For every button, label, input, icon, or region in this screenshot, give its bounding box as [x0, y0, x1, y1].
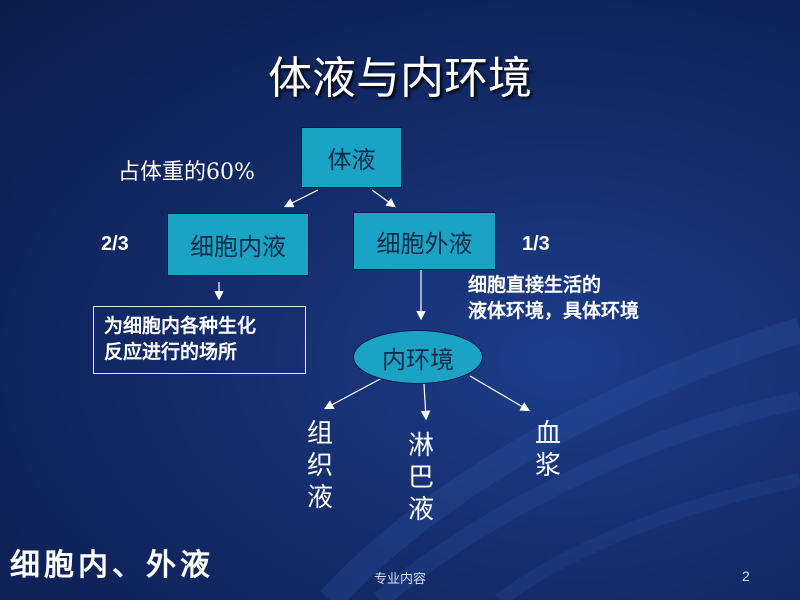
plasma-label: 血 浆: [534, 419, 561, 481]
arrow-to-plasma: [469, 375, 531, 412]
section-heading: 细胞内、外液: [10, 548, 214, 583]
footer-text: 专业内容: [374, 572, 427, 587]
arrow-to-lymph: [420, 383, 431, 421]
page-number: 2: [742, 568, 750, 584]
body-fluid-box: 体液: [301, 127, 402, 188]
arrow-body-to-extracellular: [371, 189, 396, 208]
extracellular-description-line2: 液体环境，具体环境: [468, 300, 640, 322]
internal-environment-ellipse: 内环境: [353, 330, 483, 384]
tissue-fluid-label: 组 织 液: [306, 419, 333, 513]
intracellular-description-line1: 为细胞内各种生化: [104, 315, 257, 337]
extracellular-description: 细胞直接生活的 液体环境，具体环境: [468, 272, 639, 324]
extracellular-ratio: 1/3: [522, 233, 550, 255]
intracellular-ratio: 2/3: [101, 233, 129, 255]
internal-environment-label: 内环境: [382, 345, 454, 374]
body-weight-note: 占体重的60%: [118, 160, 255, 185]
intracellular-description-line2: 反应进行的场所: [104, 341, 238, 363]
extracellular-fluid-label: 细胞外液: [376, 229, 473, 258]
body-fluid-label: 体液: [327, 146, 376, 174]
arrow-body-to-intracellular: [283, 189, 319, 208]
intracellular-description: 为细胞内各种生化 反应进行的场所: [93, 306, 306, 374]
extracellular-fluid-box: 细胞外液: [353, 212, 496, 270]
arrow-to-tissue-fluid: [323, 377, 383, 410]
lymph-label: 淋 巴 液: [407, 431, 434, 525]
extracellular-description-line1: 细胞直接生活的: [468, 274, 602, 296]
intracellular-fluid-label: 细胞内液: [190, 233, 286, 261]
intracellular-fluid-box: 细胞内液: [167, 213, 309, 276]
slide-title: 体液与内环境: [268, 53, 532, 104]
